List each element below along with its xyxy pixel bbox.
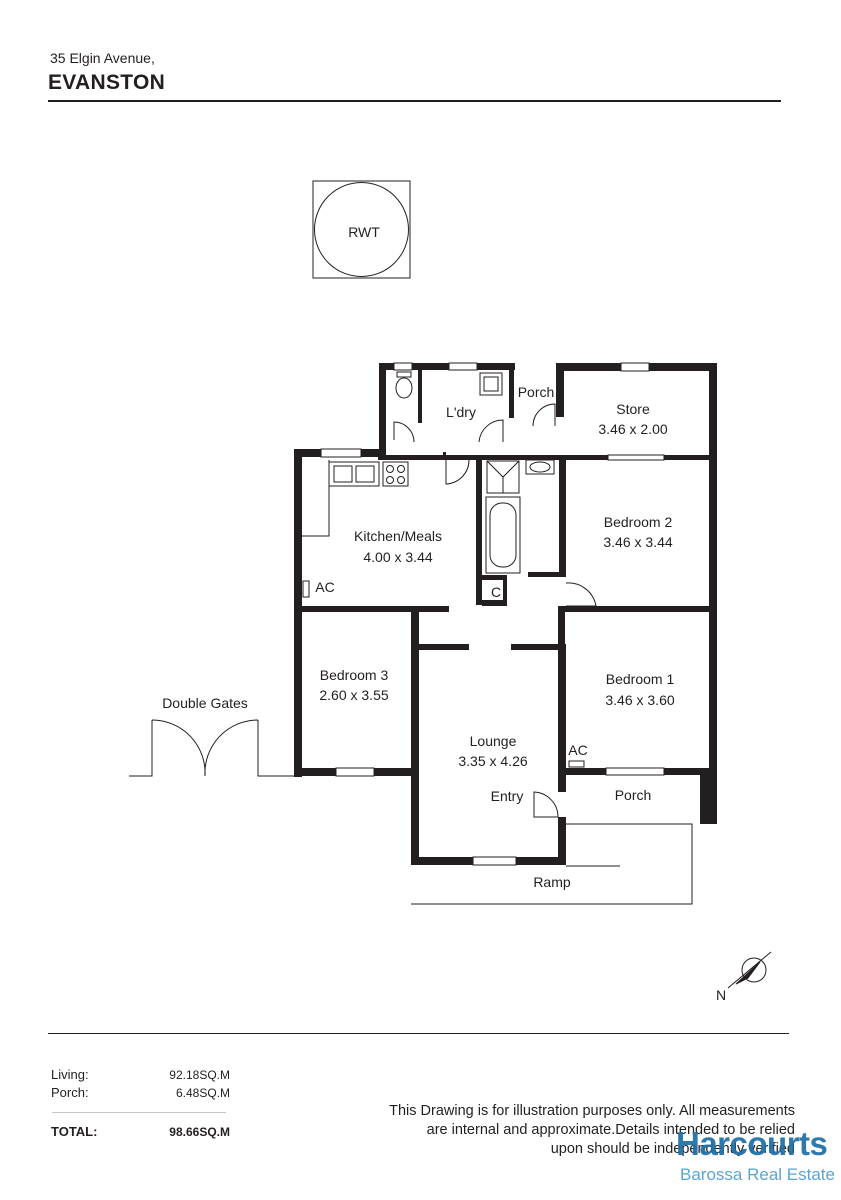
harcourts-logo: Harcourts [676, 1125, 828, 1162]
label-bedroom2: Bedroom 2 [604, 514, 673, 530]
area-total-label: TOTAL: [51, 1124, 98, 1139]
area-porch-value: 6.48SQ.M [175, 1086, 230, 1100]
area-porch-label: Porch: [51, 1085, 89, 1100]
label-porch-front: Porch [615, 787, 652, 803]
label-bedroom2-dims: 3.46 x 3.44 [603, 534, 672, 550]
footer-divider [48, 1033, 789, 1034]
rainwater-tank [312, 180, 411, 279]
label-double-gates: Double Gates [162, 695, 248, 711]
label-lounge: Lounge [470, 733, 517, 749]
label-store: Store [616, 401, 650, 417]
label-bedroom1: Bedroom 1 [606, 671, 675, 687]
label-rwt: RWT [348, 224, 380, 240]
outdoor-lines [129, 719, 772, 989]
label-bedroom3: Bedroom 3 [320, 667, 389, 683]
office-name: Barossa Real Estate [680, 1165, 835, 1184]
label-ramp: Ramp [533, 874, 571, 890]
label-kitchen: Kitchen/Meals [354, 528, 442, 544]
label-porch-top: Porch [518, 384, 555, 400]
label-entry: Entry [491, 788, 524, 804]
room-labels: RWT Porch L'dry Store 3.46 x 2.00 Kitche… [162, 224, 726, 1003]
label-lounge-dims: 3.35 x 4.26 [458, 753, 527, 769]
disclaimer-line-2: are internal and approximate.Details int… [426, 1122, 795, 1138]
label-kitchen-dims: 4.00 x 3.44 [363, 549, 432, 565]
area-living-label: Living: [51, 1067, 89, 1082]
area-living-value: 92.18SQ.M [169, 1068, 230, 1082]
door-swings [393, 403, 597, 818]
label-store-dims: 3.46 x 2.00 [598, 421, 667, 437]
property-suburb: EVANSTON [48, 71, 166, 94]
area-divider [52, 1112, 226, 1113]
label-bedroom1-dims: 3.46 x 3.60 [605, 692, 674, 708]
label-cupboard: C [491, 584, 501, 600]
property-address: 35 Elgin Avenue, [50, 50, 155, 66]
label-north: N [716, 987, 726, 1003]
fixtures [302, 371, 585, 768]
area-total-value: 98.66SQ.M [169, 1125, 230, 1139]
disclaimer-line-1: This Drawing is for illustration purpose… [389, 1103, 795, 1119]
disclaimer: This Drawing is for illustration purpose… [340, 1102, 795, 1159]
header-divider [48, 100, 781, 102]
label-bedroom3-dims: 2.60 x 3.55 [319, 687, 388, 703]
label-kitchen-ac: AC [315, 579, 334, 595]
label-bedroom1-ac: AC [568, 742, 587, 758]
windows [320, 362, 665, 866]
label-laundry: L'dry [446, 404, 476, 420]
disclaimer-line-3: upon should be independently verified [550, 1141, 795, 1157]
